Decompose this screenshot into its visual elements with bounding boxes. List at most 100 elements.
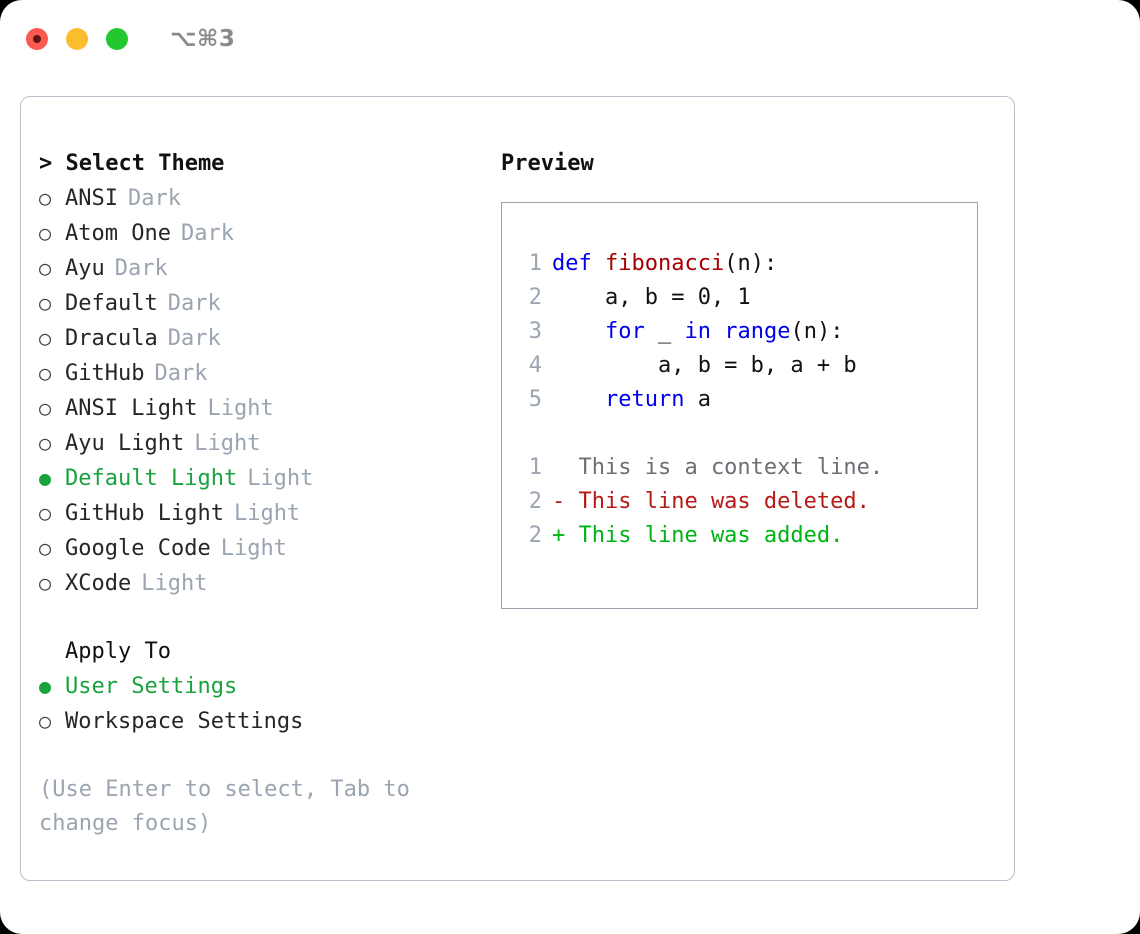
apply-to-item[interactable]: ● User Settings (39, 669, 479, 704)
code-token (552, 315, 605, 349)
line-number: 2 (528, 489, 542, 514)
theme-variant-badge: Dark (114, 256, 168, 281)
code-token: in (684, 319, 711, 344)
code-line: 3 for _ in range(n): (516, 315, 883, 349)
radio-unselected-icon[interactable]: ○ (39, 326, 52, 350)
theme-variant-badge: Light (194, 431, 261, 456)
theme-list-item[interactable]: ○ Atom One Dark (39, 216, 479, 251)
theme-name-label: Default (65, 291, 158, 316)
code-token: a (684, 387, 711, 412)
minimize-light-icon[interactable] (66, 28, 88, 50)
diff-line: 1 This is a context line. (516, 451, 883, 485)
radio-selected-icon[interactable]: ● (39, 466, 52, 490)
diff-text: This is a context line. (552, 455, 884, 480)
line-number: 1 (528, 251, 542, 276)
theme-list-item[interactable]: ○ Ayu Light Light (39, 426, 479, 461)
theme-list-item[interactable]: ○ Default Dark (39, 286, 479, 321)
radio-selected-icon[interactable]: ● (39, 674, 52, 698)
theme-variant-badge: Light (233, 501, 301, 526)
line-number: 3 (528, 319, 542, 344)
theme-name-label: Default Light (65, 466, 238, 491)
theme-name-label: Atom One (65, 221, 171, 246)
theme-variant-badge: Dark (154, 361, 208, 386)
theme-name-label: Google Code (65, 536, 211, 561)
radio-unselected-icon[interactable]: ○ (39, 571, 52, 595)
code-line: 2 a, b = 0, 1 (516, 281, 883, 315)
theme-name-label: Ayu (65, 256, 105, 281)
theme-name-label: GitHub Light (65, 501, 224, 526)
radio-unselected-icon[interactable]: ○ (39, 221, 52, 245)
apply-to-item[interactable]: ○ Workspace Settings (39, 704, 479, 739)
radio-unselected-icon[interactable]: ○ (39, 396, 52, 420)
theme-name-label: ANSI Light (65, 396, 198, 421)
radio-unselected-icon[interactable]: ○ (39, 431, 52, 455)
preview-title: Preview (501, 151, 594, 176)
apply-to-header: Apply To (65, 639, 171, 664)
theme-variant-badge: Dark (167, 291, 221, 316)
code-token: return (604, 387, 685, 412)
radio-unselected-icon[interactable]: ○ (39, 361, 52, 385)
code-token: for (604, 319, 645, 344)
theme-name-label: XCode (65, 571, 132, 596)
line-number: 2 (528, 285, 542, 310)
radio-unselected-icon[interactable]: ○ (39, 256, 52, 280)
list-spacer (39, 601, 479, 635)
line-number: 2 (528, 523, 542, 548)
theme-variant-badge: Light (207, 396, 274, 421)
keyboard-shortcut-label: ⌥⌘3 (170, 26, 236, 52)
code-token: fibonacci (604, 251, 725, 276)
theme-variant-badge: Light (141, 571, 208, 596)
theme-list-item[interactable]: ○ GitHub Dark (39, 356, 479, 391)
code-token: range (724, 319, 791, 344)
theme-list-item[interactable]: ○ ANSI Light Light (39, 391, 479, 426)
theme-name-label: GitHub (65, 361, 145, 386)
theme-list-item[interactable]: ○ Google Code Light (39, 531, 479, 566)
diff-text: - This line was deleted. (552, 489, 870, 514)
radio-unselected-icon[interactable]: ○ (39, 709, 52, 733)
line-number: 4 (528, 353, 542, 378)
maximize-light-icon[interactable] (106, 28, 128, 50)
code-token: _ (644, 319, 685, 344)
line-number: 1 (528, 455, 542, 480)
theme-variant-badge: Dark (180, 221, 234, 246)
radio-unselected-icon[interactable]: ○ (39, 291, 52, 315)
diff-line: 2 - This line was deleted. (516, 485, 883, 519)
theme-list-item[interactable]: ○ XCode Light (39, 566, 479, 601)
select-theme-header: > Select Theme (39, 151, 225, 176)
radio-unselected-icon[interactable]: ○ (39, 186, 52, 210)
line-number: 5 (528, 387, 542, 412)
theme-variant-badge: Dark (127, 186, 181, 211)
traffic-lights (26, 28, 128, 50)
theme-variant-badge: Dark (167, 326, 221, 351)
theme-list-item[interactable]: ○ GitHub Light Light (39, 496, 479, 531)
code-token (552, 383, 605, 417)
code-token: def (552, 251, 605, 276)
code-token: (n): (790, 319, 844, 344)
theme-name-label: ANSI (65, 186, 118, 211)
apply-to-label: Workspace Settings (65, 709, 304, 734)
radio-unselected-icon[interactable]: ○ (39, 536, 52, 560)
keyboard-hint-text: (Use Enter to select, Tab to change focu… (39, 777, 410, 836)
diff-line: 2+ This line was added. (516, 519, 883, 553)
window-titlebar: ⌥⌘3 (0, 0, 1140, 78)
theme-name-label: Dracula (65, 326, 158, 351)
code-token (711, 315, 724, 349)
theme-list-item[interactable]: ○ ANSI Dark (39, 181, 479, 216)
theme-name-label: Ayu Light (65, 431, 185, 456)
close-light-icon[interactable] (26, 28, 48, 50)
radio-unselected-icon[interactable]: ○ (39, 501, 52, 525)
apply-to-list[interactable]: ● User Settings ○ Workspace Settings (39, 669, 479, 739)
theme-variant-badge: Light (220, 536, 287, 561)
theme-list-item[interactable]: ○ Ayu Dark (39, 251, 479, 286)
theme-list-item[interactable]: ○ Dracula Dark (39, 321, 479, 356)
apply-to-label: User Settings (65, 674, 238, 699)
code-blank-line (516, 417, 883, 451)
